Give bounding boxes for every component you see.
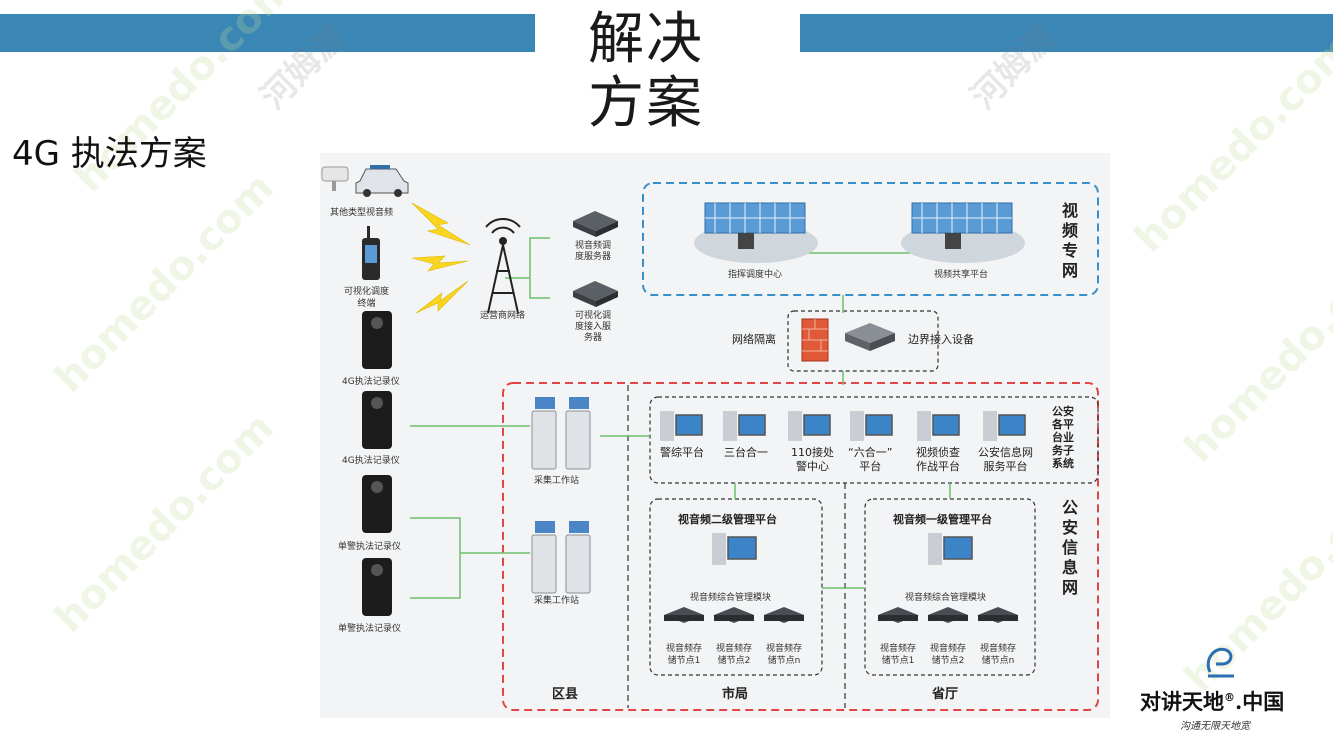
camera-car-icon [321,165,409,197]
platform2-node-1: 视音频存储节点1 [666,644,703,666]
page-title: 解决 方案 [588,8,718,136]
label-carrier-network: 运营商网络 [480,311,526,321]
platform2-node-n: 视音频存储节点n [766,644,803,666]
subsystem-2: 三台合一 [724,446,768,459]
body-camera-icons [362,311,392,616]
watermark: homedo.com [46,164,283,402]
label-command-center: 指挥调度中心 [728,270,783,280]
platform2-module: 视音频综合管理模块 [690,593,772,603]
label-visual-dispatch: 可视化调度终端 [344,287,390,309]
platform2-node-2: 视音频存储节点2 [716,644,753,666]
subsystems-boundary [649,396,1099,484]
subsystem-3: 110接处警中心 [791,446,834,473]
watermark: homedo.com [46,404,283,642]
control-room-icons [694,202,1025,263]
tower-icon [485,217,521,314]
label-4g-recorder-2: 4G执法记录仪 [342,456,400,466]
platform1-node-1: 视音频存储节点1 [880,644,917,666]
label-4g-recorder-1: 4G执法记录仪 [342,377,400,387]
brand-slogan: 沟通无限天地宽 [1180,721,1250,732]
brand-name: 对讲天地®.中国 [1140,689,1285,714]
level-county: 区县 [552,687,579,702]
platform1-title: 视音频一级管理平台 [893,513,992,526]
level-city: 市局 [722,687,749,702]
subsystem-computer-icons [660,411,1026,441]
label-border-device: 边界接入设备 [908,333,974,346]
subsystem-1: 警综平台 [660,446,704,459]
firewall-icon [801,318,829,362]
label-access-server: 可视化调度接入服务器 [575,311,612,343]
platform-computer-icons [712,533,973,565]
handheld-terminal-icon [362,226,380,280]
camera-lenses [371,317,383,576]
wireless-signals [411,202,471,314]
page-title-line2: 方案 [588,71,704,136]
label-workstation-2: 采集工作站 [534,596,580,606]
platform1-node-n: 视音频存储节点n [980,644,1017,666]
label-sharing-platform: 视频共享平台 [934,270,989,280]
brand-logo-icon [1206,647,1234,678]
label-police-net: 公安信息网 [1061,498,1078,597]
server-icons [573,211,618,307]
subsystem-4: “六合一”平台 [848,446,893,473]
platform1-module: 视音频综合管理模块 [905,593,987,603]
label-single-recorder-2: 单警执法记录仪 [338,624,402,634]
watermark: homedo.com [1176,234,1333,472]
diagram-graphics [321,165,1099,711]
connection-lines [410,237,951,599]
watermark: homedo.com [1126,24,1333,262]
label-network-isolation: 网络隔离 [732,333,776,346]
label-video-net: 视频专网 [1061,201,1078,280]
label-dispatch-server: 视音频调度服务器 [575,241,612,262]
level-province: 省厅 [932,687,959,702]
network-diagram: 其他类型视音频 可视化调度终端 4G执法记录仪 4G执法记录仪 单警执法记录仪 … [320,153,1110,718]
storage-node-icons [664,607,1018,623]
workstation-icons [531,410,591,594]
video-net-boundary [642,182,1099,296]
platform1-node-2: 视音频存储节点2 [930,644,967,666]
label-subsystems: 公安 各平 台业 务子 系统 [1052,405,1074,470]
page-title-line1: 解决 [588,7,704,72]
police-net-boundary [502,382,1099,711]
header-bar-right [800,14,1333,52]
workstation-screens [535,397,589,533]
subsystem-5: 视频侦查作战平台 [916,446,960,473]
header-bar-left [0,14,535,52]
label-workstation-1: 采集工作站 [534,476,580,486]
subsystem-6: 公安信息网服务平台 [978,446,1033,473]
label-other-av: 其他类型视音频 [330,208,394,218]
platform2-boundary [649,498,823,676]
page-subtitle: 4G 执法方案 [12,134,207,174]
label-single-recorder-1: 单警执法记录仪 [338,542,402,552]
platform2-title: 视音频二级管理平台 [678,513,777,526]
border-device-icon [845,323,895,351]
isolation-boundary [787,310,939,372]
